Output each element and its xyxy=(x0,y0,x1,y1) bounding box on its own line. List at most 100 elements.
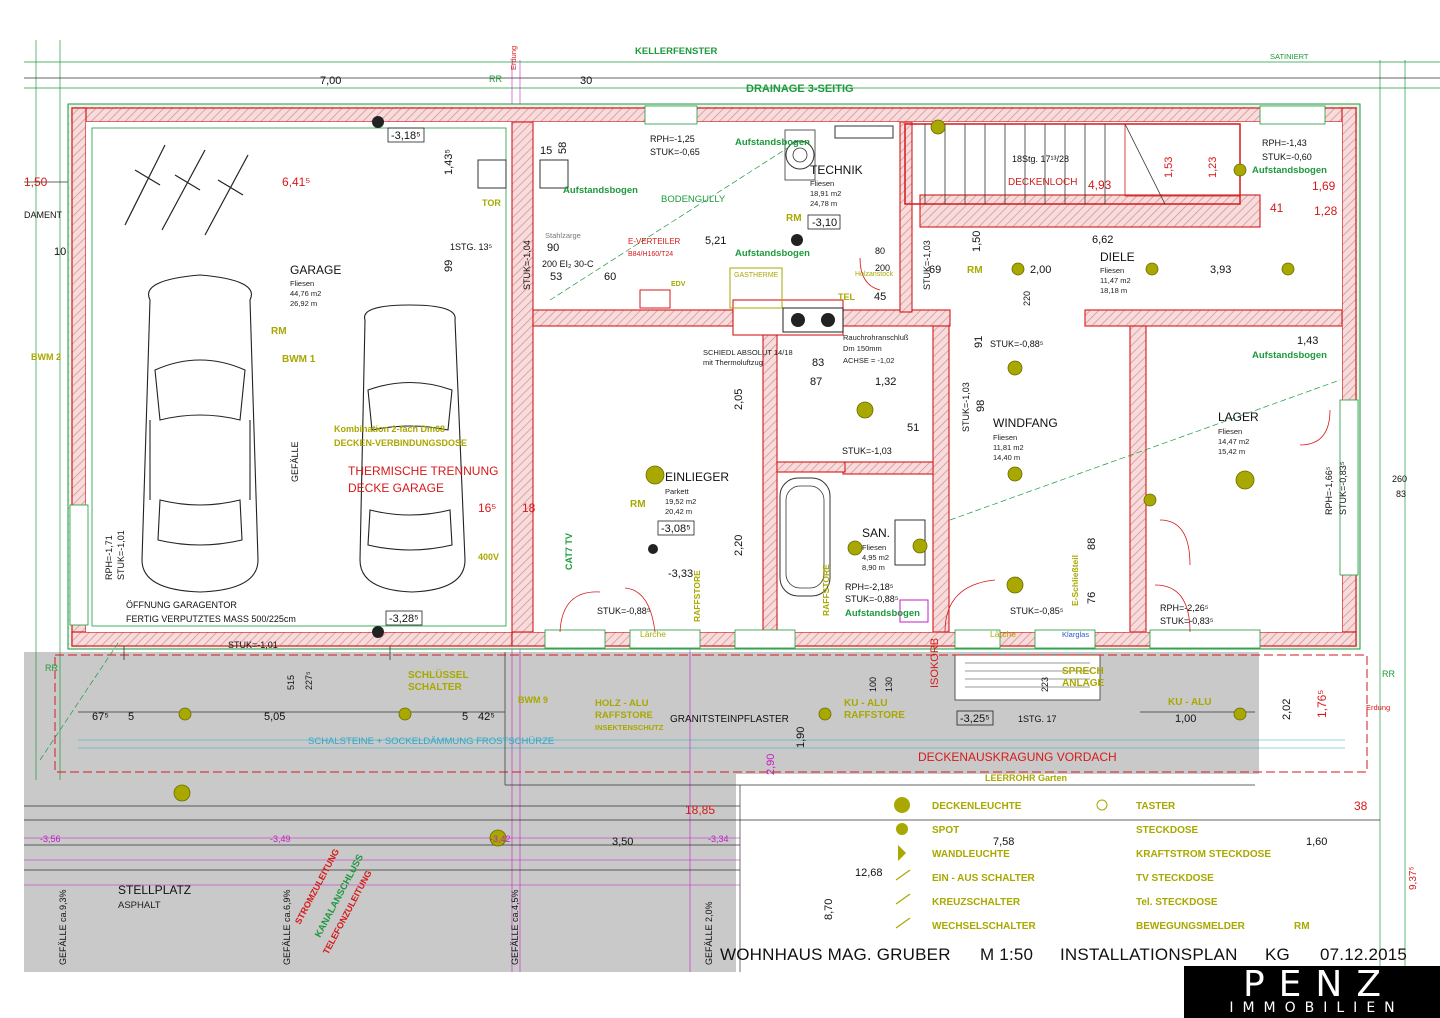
label-raffstore-2: RAFFSTORE xyxy=(821,564,831,616)
title-plan: INSTALLATIONSPLAN xyxy=(1060,945,1238,964)
label-isokorb: ISOKORB xyxy=(929,638,941,688)
dim-870: 8,70 xyxy=(823,899,835,920)
dim-200: 2,00 xyxy=(1030,264,1051,276)
dim-38: 38 xyxy=(1354,799,1368,813)
legend-left-1: SPOT xyxy=(932,825,959,836)
label-400v: 400V xyxy=(478,552,499,562)
legend-right-5: BEWEGUNGSMELDER xyxy=(1136,921,1246,932)
dim-205: 2,05 xyxy=(733,389,745,410)
dim-1435: 1,43⁵ xyxy=(443,149,455,175)
label-kombination-1: Kombination 2-fach Dm68 xyxy=(334,424,445,434)
stellplatz-name: STELLPLATZ xyxy=(118,883,191,897)
label-garagentor-2: FERTIG VERPUTZTES MASS 500/225cm xyxy=(126,614,296,624)
title-block: WOHNHAUS MAG. GRUBER M 1:50 INSTALLATION… xyxy=(720,945,1407,964)
dim-220b: 2,20 xyxy=(733,535,745,556)
technik-area: 18,91 m2 xyxy=(810,189,841,198)
title-date: 07.12.2015 xyxy=(1320,945,1407,964)
garage-perimeter: 26,92 m xyxy=(290,299,317,308)
legend: DECKENLEUCHTE SPOT WANDLEUCHTE EIN - AUS… xyxy=(894,797,1310,932)
label-laerche-1: Lärche xyxy=(640,629,666,639)
dim-90: 90 xyxy=(547,242,559,254)
san-stuk: STUK=-0,88⁵ xyxy=(845,594,899,604)
rph-stair: RPH=-1,43 xyxy=(1262,138,1307,148)
dim-515: 515 xyxy=(286,675,296,690)
label-kualu-1: KU - ALU xyxy=(844,698,888,709)
dim-350: 3,50 xyxy=(612,836,633,848)
label-klarglas: Klarglas xyxy=(1062,630,1089,639)
diele-perimeter: 18,18 m xyxy=(1100,286,1127,295)
lager-perimeter: 15,42 m xyxy=(1218,447,1245,456)
car-small xyxy=(359,304,466,593)
label-sprech-2: ANLAGE xyxy=(1062,678,1105,689)
label-kellerfenster: KELLERFENSTER xyxy=(635,46,717,57)
einlieger-floor: Parkett xyxy=(665,487,690,496)
label-schiedl-2: mit Thermoluftzug xyxy=(703,358,763,367)
dim-60: 60 xyxy=(604,271,616,283)
label-schalsteine: SCHALSTEINE + SOCKELDÄMMUNG FROSTSCHÜRZE xyxy=(308,736,554,747)
diele-floor: Fliesen xyxy=(1100,266,1124,275)
label-thermische-2: DECKE GARAGE xyxy=(348,481,444,495)
einlieger-level: -3,08⁵ xyxy=(661,523,691,535)
label-stg2: 1STG. 17 xyxy=(1018,714,1057,724)
dim-99: 99 xyxy=(443,260,455,272)
dim-83: 83 xyxy=(812,357,824,369)
windfang-area: 11,81 m2 xyxy=(993,443,1024,452)
logo-subtitle: IMMOBILIEN xyxy=(1229,1000,1404,1016)
dim-10: 10 xyxy=(54,246,66,258)
dim-69: 69 xyxy=(929,264,941,276)
marker-342: -3,42 xyxy=(490,834,511,844)
label-laerche-2: Lärche xyxy=(990,629,1016,639)
label-aufstand-4: Aufstandsbogen xyxy=(1252,165,1327,176)
ceiling-lights xyxy=(173,119,1295,847)
dim-150: 1,50 xyxy=(24,175,48,189)
label-drainage: DRAINAGE 3-SEITIG xyxy=(746,83,854,95)
dim-18: 18 xyxy=(522,501,536,515)
dim-100: 100 xyxy=(868,677,878,692)
label-thermische-1: THERMISCHE TRENNUNG xyxy=(348,464,498,478)
level-entry: -3,25⁵ xyxy=(960,713,990,725)
label-rm-technik: RM xyxy=(786,213,802,224)
dim-521: 5,21 xyxy=(705,235,726,247)
label-stahlzarge: Stahlzarge xyxy=(545,231,581,240)
dim-160: 1,60 xyxy=(1306,836,1327,848)
dim-51: 51 xyxy=(907,422,919,434)
logo-name: PENZ xyxy=(1242,964,1396,1005)
dim-169: 1,69 xyxy=(1312,179,1336,193)
stuk-hall-4: STUK=-1,03 xyxy=(842,446,892,456)
label-everteiler-2: B84/H160/T24 xyxy=(628,251,673,258)
label-aufstand-3: Aufstandsbogen xyxy=(735,248,810,259)
label-deckenauskragung: DECKENAUSKRAGUNG VORDACH xyxy=(918,750,1117,764)
title-scale: M 1:50 xyxy=(980,945,1033,964)
dim-1885: 18,85 xyxy=(685,803,715,817)
dim-98: 98 xyxy=(975,400,987,412)
label-rr-1: RR xyxy=(489,74,502,84)
label-deckenloch: DECKENLOCH xyxy=(1008,177,1077,188)
title-project: WOHNHAUS MAG. GRUBER xyxy=(720,945,951,964)
dim-153: 1,53 xyxy=(1163,157,1175,178)
legend-left-0: DECKENLEUCHTE xyxy=(932,801,1022,812)
legend-left-3: EIN - AUS SCHALTER xyxy=(932,873,1036,884)
parking-area xyxy=(24,774,736,972)
slope-1: GEFÄLLE ca.9,3% xyxy=(58,889,68,965)
stuk-windfang-2: STUK=-0,85⁵ xyxy=(1010,606,1064,616)
garage-area: 44,76 m2 xyxy=(290,289,321,298)
label-kualu-2: RAFFSTORE xyxy=(844,710,905,721)
dim-128: 1,28 xyxy=(1314,204,1338,218)
label-dament: DAMENT xyxy=(24,210,63,220)
label-satiniert: SATINIERT xyxy=(1270,52,1309,61)
legend-right-1: STECKDOSE xyxy=(1136,825,1199,836)
slope-3: GEFÄLLE ca.4,5% xyxy=(510,889,520,965)
dim-700: 7,00 xyxy=(320,75,341,87)
dim-80: 80 xyxy=(875,246,885,256)
windfang-stuk: STUK=-0,88⁵ xyxy=(990,339,1044,349)
penz-logo: PENZ IMMOBILIEN xyxy=(1184,966,1440,1018)
label-rauchrohr-1: Rauchrohranschluß xyxy=(843,333,909,342)
san-name: SAN. xyxy=(862,526,890,540)
staircase xyxy=(904,123,1241,205)
label-kombination-2: DECKEN-VERBINDUNGSDOSE xyxy=(334,438,467,448)
dim-130: 130 xyxy=(884,677,894,692)
rph-garage: RPH=-1,71 xyxy=(104,535,114,580)
stuk-hall-3: STUK=-1,03 xyxy=(961,382,971,432)
dim-30: 30 xyxy=(580,75,592,87)
